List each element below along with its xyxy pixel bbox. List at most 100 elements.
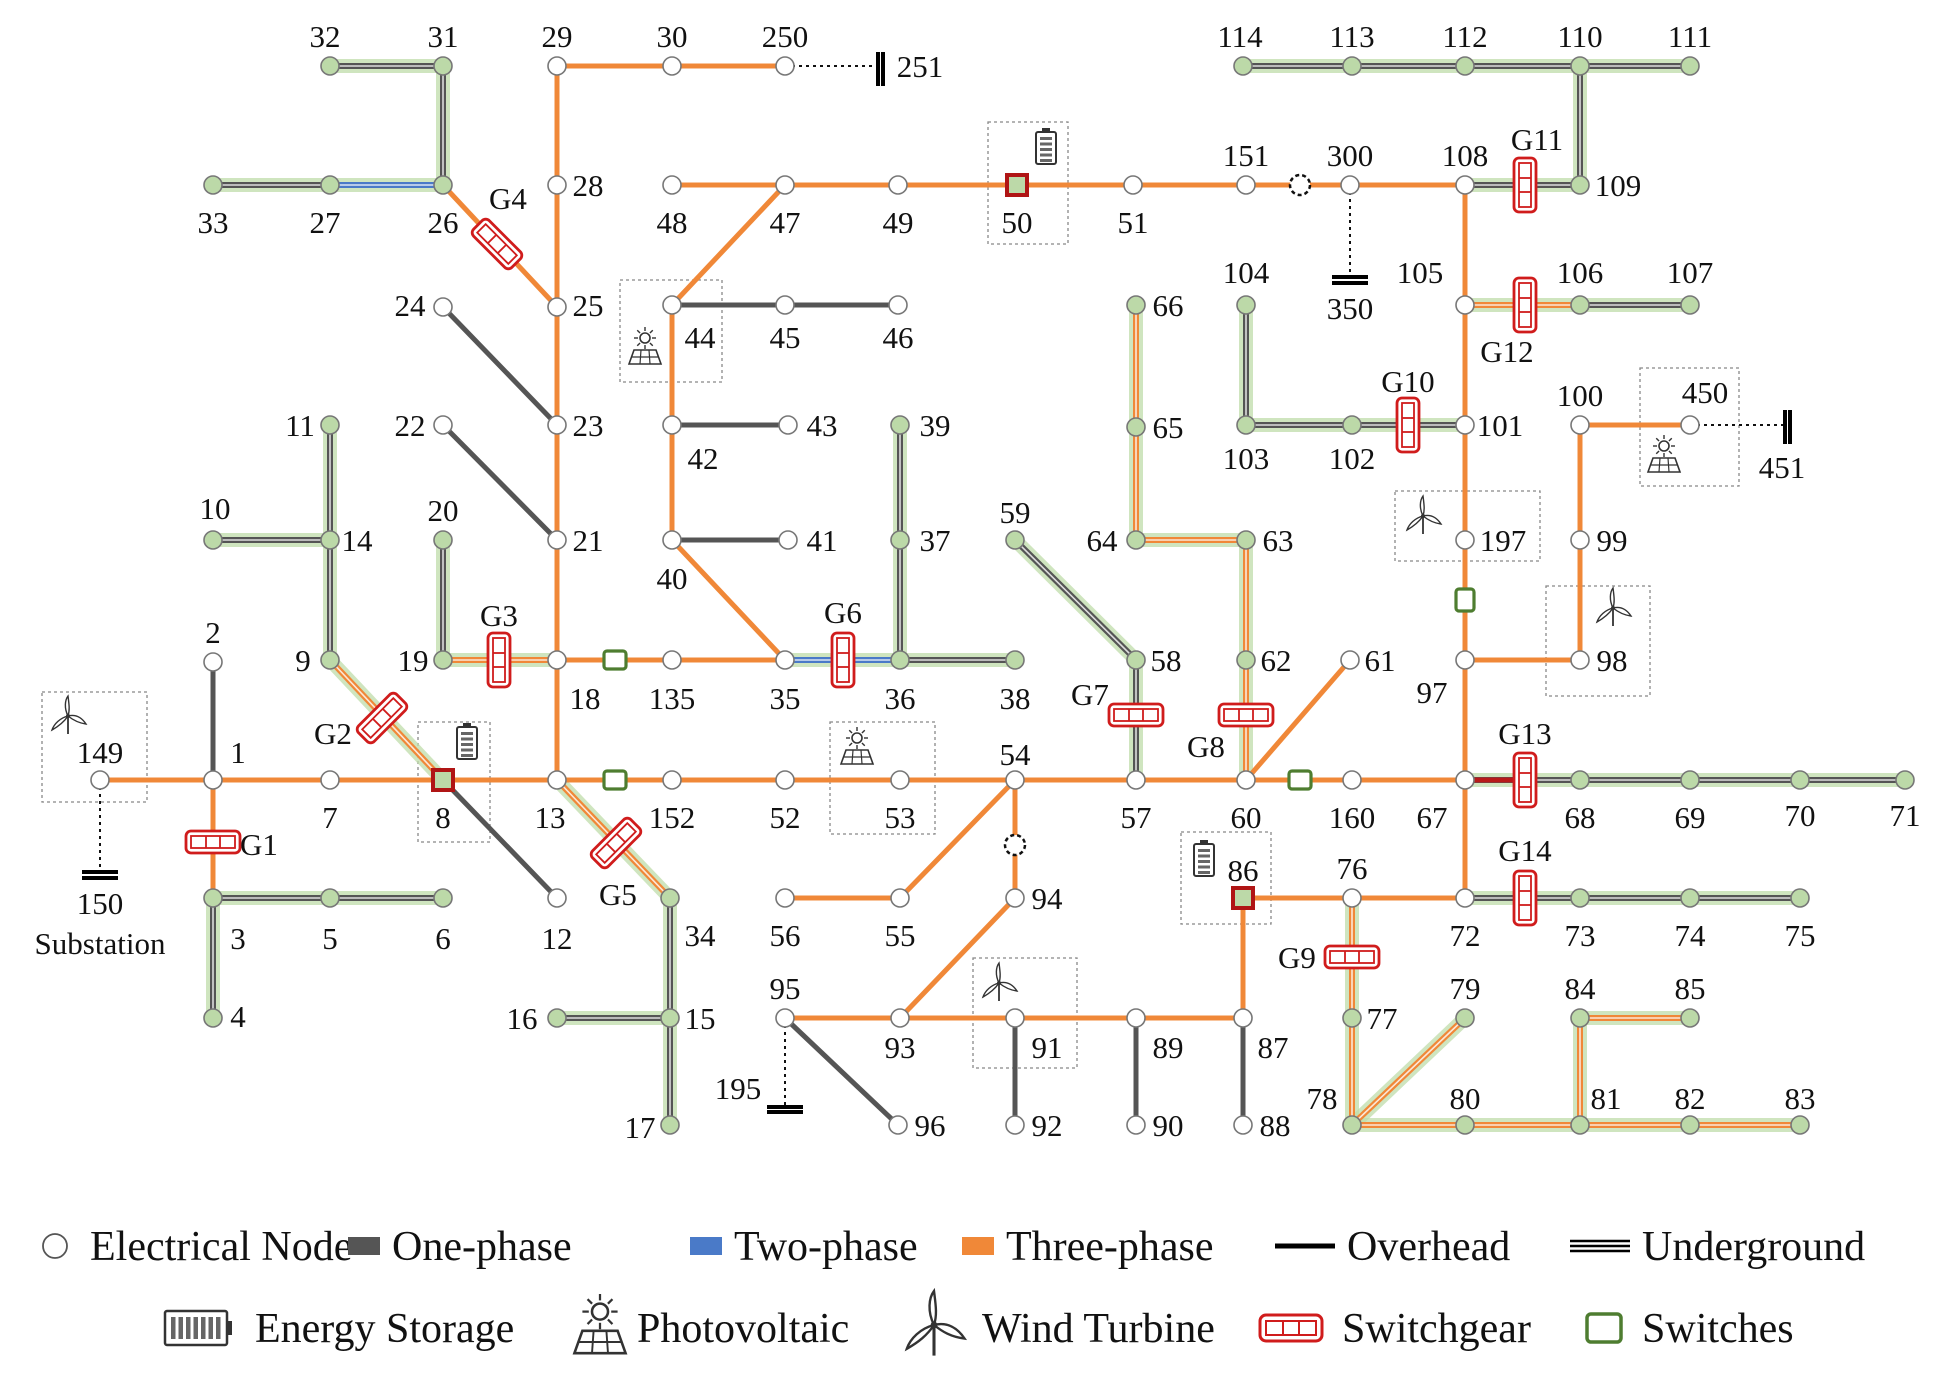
node-82[interactable] bbox=[1680, 1115, 1700, 1135]
node-4[interactable] bbox=[203, 1008, 223, 1028]
node-105[interactable] bbox=[1455, 295, 1475, 315]
switchgear-G5[interactable] bbox=[589, 816, 643, 870]
switchgear-G4[interactable] bbox=[470, 217, 524, 271]
node-79[interactable] bbox=[1455, 1008, 1475, 1028]
node-39[interactable] bbox=[890, 415, 910, 435]
open-point-1[interactable] bbox=[1003, 833, 1027, 857]
node-30[interactable] bbox=[662, 56, 682, 76]
node-96[interactable] bbox=[888, 1115, 908, 1135]
switchgear-G8[interactable] bbox=[1217, 702, 1275, 728]
node-45[interactable] bbox=[775, 295, 795, 315]
node-46[interactable] bbox=[888, 295, 908, 315]
node-25[interactable] bbox=[547, 297, 567, 317]
node-108[interactable] bbox=[1455, 175, 1475, 195]
node-69[interactable] bbox=[1680, 770, 1700, 790]
node-65[interactable] bbox=[1126, 417, 1146, 437]
node-10[interactable] bbox=[203, 530, 223, 550]
node-17[interactable] bbox=[660, 1115, 680, 1135]
node-51[interactable] bbox=[1123, 175, 1143, 195]
node-33[interactable] bbox=[203, 175, 223, 195]
node-72[interactable] bbox=[1455, 888, 1475, 908]
node-86[interactable] bbox=[1231, 886, 1255, 910]
switchgear-G1[interactable] bbox=[184, 829, 242, 855]
node-7[interactable] bbox=[320, 770, 340, 790]
node-71[interactable] bbox=[1895, 770, 1915, 790]
node-67[interactable] bbox=[1455, 770, 1475, 790]
node-111[interactable] bbox=[1680, 56, 1700, 76]
node-56[interactable] bbox=[775, 888, 795, 908]
node-37[interactable] bbox=[890, 530, 910, 550]
node-42[interactable] bbox=[662, 415, 682, 435]
node-91[interactable] bbox=[1005, 1008, 1025, 1028]
node-1[interactable] bbox=[203, 770, 223, 790]
node-31[interactable] bbox=[433, 56, 453, 76]
switchgear-G11[interactable] bbox=[1512, 156, 1538, 214]
node-52[interactable] bbox=[775, 770, 795, 790]
node-44[interactable] bbox=[662, 295, 682, 315]
node-48[interactable] bbox=[662, 175, 682, 195]
node-22[interactable] bbox=[433, 415, 453, 435]
node-70[interactable] bbox=[1790, 770, 1810, 790]
node-59[interactable] bbox=[1005, 530, 1025, 550]
node-83[interactable] bbox=[1790, 1115, 1810, 1135]
node-23[interactable] bbox=[547, 415, 567, 435]
switchgear-G14[interactable] bbox=[1512, 869, 1538, 927]
node-450[interactable] bbox=[1680, 415, 1700, 435]
node-36[interactable] bbox=[890, 650, 910, 670]
switchgear-G2[interactable] bbox=[355, 691, 409, 745]
node-18[interactable] bbox=[547, 650, 567, 670]
node-64[interactable] bbox=[1126, 530, 1146, 550]
node-50[interactable] bbox=[1005, 173, 1029, 197]
node-8[interactable] bbox=[431, 768, 455, 792]
node-197[interactable] bbox=[1455, 530, 1475, 550]
node-84[interactable] bbox=[1570, 1008, 1590, 1028]
node-151[interactable] bbox=[1236, 175, 1256, 195]
node-112[interactable] bbox=[1455, 56, 1475, 76]
node-73[interactable] bbox=[1570, 888, 1590, 908]
node-81[interactable] bbox=[1570, 1115, 1590, 1135]
node-113[interactable] bbox=[1342, 56, 1362, 76]
node-35[interactable] bbox=[775, 650, 795, 670]
node-103[interactable] bbox=[1236, 415, 1256, 435]
switchgear-G13[interactable] bbox=[1512, 751, 1538, 809]
node-13[interactable] bbox=[547, 770, 567, 790]
node-110[interactable] bbox=[1570, 56, 1590, 76]
node-61[interactable] bbox=[1340, 650, 1360, 670]
switch-0[interactable] bbox=[602, 649, 628, 671]
node-135[interactable] bbox=[662, 650, 682, 670]
switch-2[interactable] bbox=[1454, 587, 1476, 613]
switchgear-G7[interactable] bbox=[1107, 702, 1165, 728]
node-63[interactable] bbox=[1236, 530, 1256, 550]
node-92[interactable] bbox=[1005, 1115, 1025, 1135]
node-49[interactable] bbox=[888, 175, 908, 195]
node-80[interactable] bbox=[1455, 1115, 1475, 1135]
node-29[interactable] bbox=[547, 56, 567, 76]
switchgear-G10[interactable] bbox=[1395, 396, 1421, 454]
node-87[interactable] bbox=[1233, 1008, 1253, 1028]
node-90[interactable] bbox=[1126, 1115, 1146, 1135]
node-77[interactable] bbox=[1342, 1008, 1362, 1028]
node-106[interactable] bbox=[1570, 295, 1590, 315]
node-6[interactable] bbox=[433, 888, 453, 908]
node-104[interactable] bbox=[1236, 295, 1256, 315]
node-24[interactable] bbox=[433, 297, 453, 317]
node-100[interactable] bbox=[1570, 415, 1590, 435]
node-57[interactable] bbox=[1126, 770, 1146, 790]
switchgear-G9[interactable] bbox=[1323, 944, 1381, 970]
switch-1[interactable] bbox=[602, 769, 628, 791]
node-99[interactable] bbox=[1570, 530, 1590, 550]
node-160[interactable] bbox=[1342, 770, 1362, 790]
node-94[interactable] bbox=[1005, 888, 1025, 908]
node-41[interactable] bbox=[778, 530, 798, 550]
node-40[interactable] bbox=[662, 530, 682, 550]
node-26[interactable] bbox=[433, 175, 453, 195]
node-95[interactable] bbox=[775, 1008, 795, 1028]
node-20[interactable] bbox=[433, 530, 453, 550]
switchgear-G3[interactable] bbox=[486, 631, 512, 689]
node-62[interactable] bbox=[1236, 650, 1256, 670]
node-93[interactable] bbox=[890, 1008, 910, 1028]
node-54[interactable] bbox=[1005, 770, 1025, 790]
node-11[interactable] bbox=[320, 415, 340, 435]
node-109[interactable] bbox=[1570, 175, 1590, 195]
node-2[interactable] bbox=[203, 652, 223, 672]
